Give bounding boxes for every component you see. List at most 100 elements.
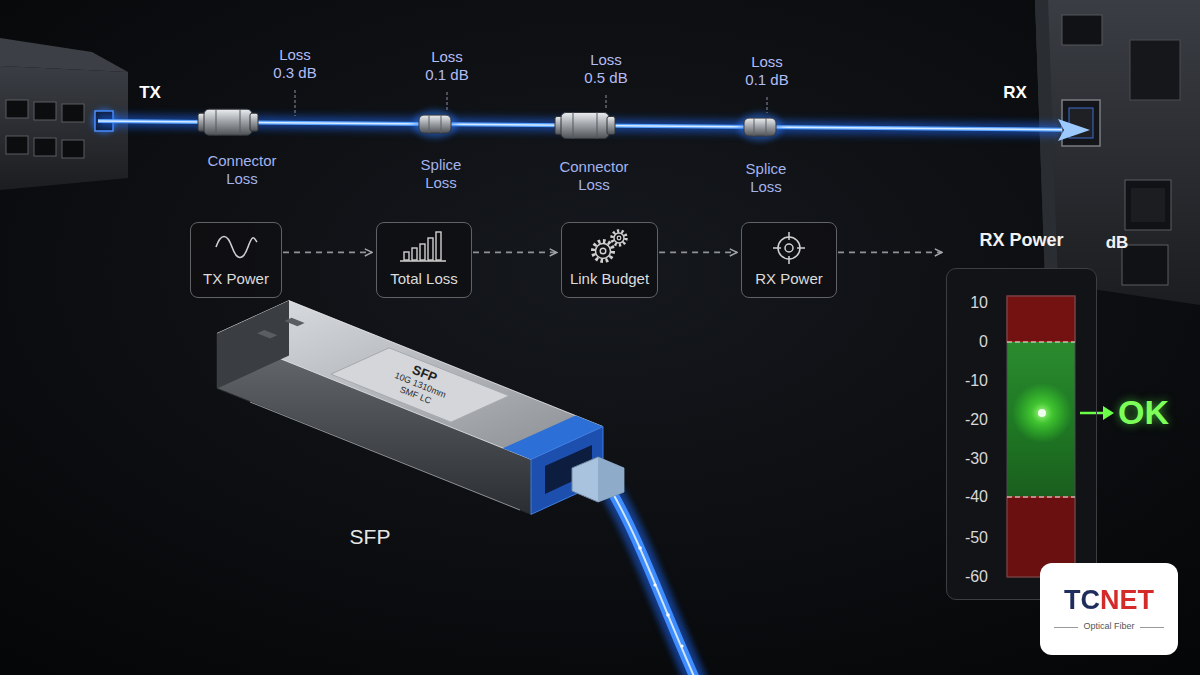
connector-symbol	[597, 113, 598, 139]
tx-switch	[34, 138, 56, 156]
loss-value: Loss 0.1 dB	[421, 48, 473, 84]
loss-leader-lines	[295, 90, 767, 116]
loss-leader-lines	[767, 97, 768, 113]
rx-power-meter	[1007, 342, 1075, 497]
rx-power-meter	[1007, 296, 1075, 342]
target-icon	[797, 247, 805, 249]
brand-tagline: Optical Fiber	[1078, 621, 1139, 632]
gears-icon	[612, 231, 626, 245]
sfp-module	[217, 301, 603, 460]
connector-symbol	[216, 109, 217, 135]
connector-symbol	[555, 113, 615, 139]
target-icon	[785, 244, 793, 252]
connector-symbol	[607, 117, 615, 135]
box-label: TX Power	[203, 270, 269, 288]
gears-icon	[596, 244, 611, 259]
loss-value: Loss 0.3 dB	[269, 46, 321, 82]
target-icon	[773, 247, 781, 249]
flow-box-fill	[561, 222, 658, 298]
process-box: Total Loss	[376, 222, 472, 298]
bar-chart-icon	[400, 260, 446, 261]
optical-fiber	[1058, 119, 1090, 141]
splice-symbol	[413, 110, 457, 138]
flow-box-fill	[190, 222, 837, 298]
rx-power-meter	[1007, 296, 1075, 577]
gears-icon	[614, 233, 624, 243]
port-name: TX	[139, 83, 161, 103]
connector-symbol	[250, 113, 258, 131]
component-name: Splice Loss	[413, 156, 469, 192]
scale-value: 0	[979, 332, 988, 351]
splice-symbol	[766, 118, 767, 136]
fiber-patch-cable	[638, 546, 642, 550]
fiber-patch-cable	[666, 613, 670, 617]
status-label: OK	[1118, 392, 1169, 433]
tx-switch	[6, 100, 28, 118]
part-name: SFP	[350, 524, 391, 549]
fiber-patch-cable	[612, 492, 700, 675]
flow-box-fill	[190, 222, 282, 298]
wave-icon	[216, 237, 257, 258]
process-box: Link Budget	[561, 222, 658, 298]
sfp-module	[217, 301, 289, 389]
component-name: Connector Loss	[554, 158, 634, 194]
flow-arrow	[473, 252, 557, 254]
bar-chart-icon	[420, 244, 425, 260]
box-label: RX Power	[755, 270, 823, 288]
bar-chart-icon	[428, 238, 433, 260]
connectors	[283, 252, 942, 253]
sfp-module	[331, 348, 509, 422]
port-name: RX	[1003, 83, 1027, 103]
flow-box-fill	[376, 222, 472, 298]
meter-frame	[946, 268, 1097, 600]
component-name: Connector Loss	[202, 152, 282, 188]
fiber-patch-cable	[680, 644, 683, 647]
bar-chart-icon	[412, 248, 417, 260]
connector-symbol	[240, 109, 241, 135]
target-icon	[778, 237, 800, 259]
connector-symbol	[561, 113, 609, 139]
tx-switch	[6, 136, 28, 154]
flow-arrow	[838, 252, 942, 254]
bar-chart-icon	[436, 232, 441, 260]
bar-chart-icon	[400, 232, 446, 261]
gears-icon	[593, 241, 613, 261]
rx-power-meter	[1038, 409, 1046, 417]
loss-leader-lines	[447, 92, 448, 112]
meter-title: RX Power	[946, 226, 1097, 252]
tx-switch	[34, 102, 56, 120]
rx-power-meter	[1103, 406, 1114, 420]
rx-switch	[1122, 245, 1168, 285]
rx-power-meter	[946, 268, 1114, 600]
gears-icon	[617, 236, 621, 240]
box-label: Link Budget	[570, 270, 649, 288]
fiber-patch-cable	[653, 583, 656, 586]
component-name: Splice Loss	[738, 160, 794, 196]
target-icon	[773, 232, 805, 264]
gears-icon	[593, 231, 626, 261]
sfp-module	[217, 301, 603, 515]
rx-switch	[1131, 188, 1165, 222]
box-label: Total Loss	[390, 270, 458, 288]
unit-label: dB	[1106, 233, 1129, 253]
splice-symbol	[754, 118, 755, 136]
fiber-patch-cable	[572, 457, 700, 675]
scale-value: 10	[970, 293, 988, 312]
splice-symbol	[429, 115, 430, 133]
connector-symbol	[198, 109, 258, 135]
rx-power-meter	[1080, 412, 1106, 415]
process-box: TX Power	[190, 222, 282, 298]
tx-switch	[62, 104, 84, 122]
bar-chart-icon	[404, 252, 409, 260]
gears-icon	[600, 248, 606, 254]
flow-box-fill	[741, 222, 837, 298]
connector-symbol	[573, 113, 574, 139]
flow-arrow	[659, 252, 737, 254]
rx-switch	[1035, 0, 1200, 305]
fiber-patch-cable	[612, 492, 700, 675]
scale-value: -20	[965, 410, 988, 429]
rx-power-meter	[1012, 383, 1072, 443]
tx-switch	[0, 66, 128, 190]
connector-symbol	[204, 109, 252, 135]
